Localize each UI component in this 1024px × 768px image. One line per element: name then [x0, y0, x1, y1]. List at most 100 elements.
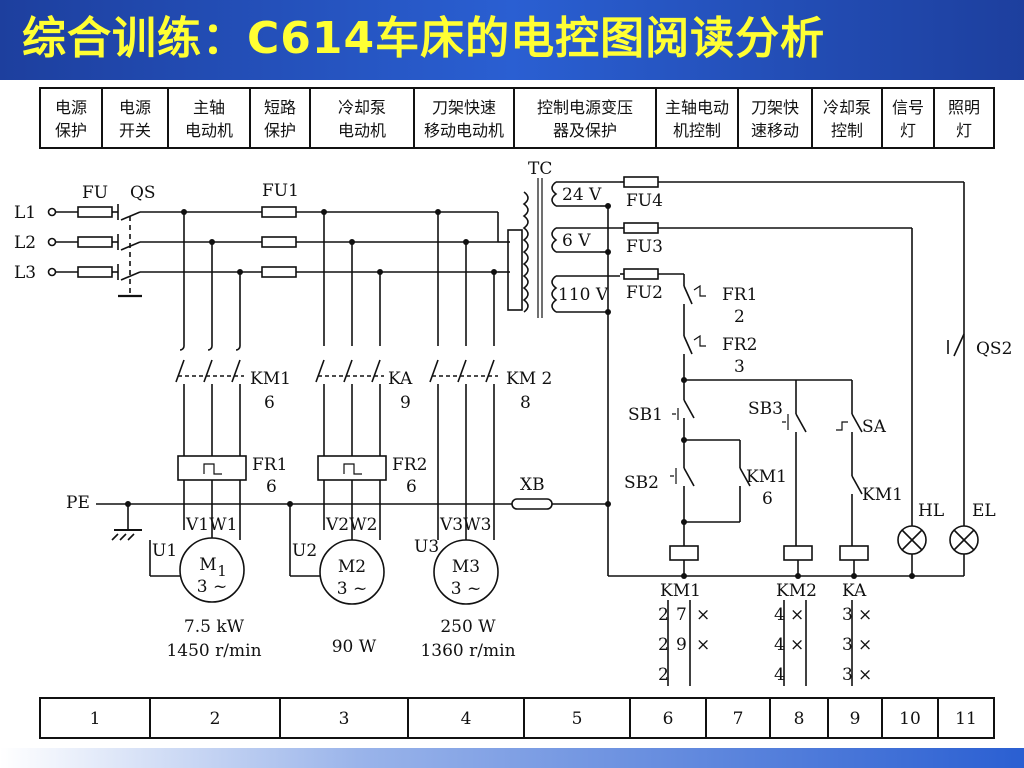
label-sb1: SB1 [628, 405, 663, 425]
motor-m1-speed: 1450 r/min [166, 641, 261, 661]
wiring [47, 176, 979, 686]
column-number-9: 9 [850, 709, 861, 729]
label-fr2-contact: FR2 [722, 335, 757, 355]
column-number-6: 6 [663, 709, 674, 729]
motor-m3-power: 250 W [440, 617, 496, 637]
header-cell-5-line1: 冷却泵 [338, 98, 386, 117]
contact-table-ka: 3 × 3 × 3 × [842, 605, 872, 685]
ka-row2-col2: × [858, 635, 872, 655]
label-km1-ka-branch: KM1 [862, 485, 903, 505]
label-fr1-main-num: 6 [266, 477, 277, 497]
motor-m1-subscript: 1 [217, 562, 227, 580]
column-number-4: 4 [461, 709, 472, 729]
label-pe: PE [66, 493, 90, 513]
label-km2-main: KM 2 [506, 369, 552, 389]
function-header-table [39, 87, 995, 149]
header-cell-7-line2: 器及保护 [553, 121, 617, 140]
label-l2: L2 [14, 233, 36, 253]
header-cell-9-line1: 刀架快 [751, 98, 799, 117]
column-number-10: 10 [899, 709, 921, 729]
footer-bar [0, 748, 1024, 768]
label-fr1-main: FR1 [252, 455, 287, 475]
header-cell-texts: 电源 保护 电源 开关 主轴 电动机 短路 保护 冷却泵 电动机 刀架快速 移动… [55, 98, 980, 140]
km2-row3-col1: 4 [774, 665, 785, 685]
label-fr1-contact: FR1 [722, 285, 757, 305]
label-fu1: FU1 [262, 181, 299, 201]
label-l1: L1 [14, 203, 36, 223]
label-tc: TC [528, 159, 552, 179]
label-qs: QS [130, 183, 156, 203]
label-u3: U3 [414, 537, 439, 557]
motor-m1-name: M [199, 555, 216, 575]
label-sa: SA [862, 417, 887, 437]
label-coil-km2: KM2 [776, 581, 817, 601]
label-fr2-contact-num: 3 [734, 357, 745, 377]
header-cell-4-line2: 保护 [264, 121, 296, 140]
header-cell-8-line2: 机控制 [673, 121, 721, 140]
label-km1-hold-num: 6 [762, 489, 773, 509]
label-ka-main: KA [388, 369, 413, 389]
label-24v: 24 V [562, 185, 602, 205]
label-km1-hold: KM1 [746, 467, 787, 487]
label-el: EL [972, 501, 996, 521]
label-sb2: SB2 [624, 473, 659, 493]
page-title: 综合训练：C614车床的电控图阅读分析 [22, 13, 826, 64]
ka-row2-col1: 3 [842, 635, 853, 655]
label-ka-main-num: 9 [400, 393, 411, 413]
label-fr2-main: FR2 [392, 455, 427, 475]
motor-m1-power: 7.5 kW [184, 617, 245, 637]
label-6v: 6 V [562, 231, 591, 251]
label-fu: FU [82, 183, 108, 203]
label-km2-main-num: 8 [520, 393, 531, 413]
label-fu2: FU2 [626, 283, 663, 303]
header-cell-6-line2: 移动电动机 [424, 121, 504, 140]
label-km1-main: KM1 [250, 369, 291, 389]
header-cell-10-line2: 控制 [831, 121, 863, 140]
km2-row2-col2: × [790, 635, 804, 655]
km1-row2-col2: 9 [676, 635, 687, 655]
km1-row1-col2: 7 [676, 605, 687, 625]
label-v3w3: V3W3 [439, 515, 491, 535]
ka-row1-col1: 3 [842, 605, 853, 625]
circuit-schematic: 电源 保护 电源 开关 主轴 电动机 短路 保护 冷却泵 电动机 刀架快速 移动… [14, 87, 1012, 739]
header-cell-2-line2: 开关 [119, 121, 151, 140]
component-labels: FU QS FU1 TC L1 L2 L3 24 V 6 V 110 V FU4… [14, 159, 663, 561]
label-fu3: FU3 [626, 237, 663, 257]
contact-table-km2: 4 × 4 × 4 [774, 605, 804, 685]
km2-row1-col1: 4 [774, 605, 785, 625]
motor-m2-name: M2 [338, 557, 366, 577]
header-cell-6-line1: 刀架快速 [432, 98, 496, 117]
column-number-11: 11 [955, 709, 977, 729]
contact-table-km1: 2 7 × 2 9 × 2 [658, 605, 710, 685]
motor-m3-name: M3 [452, 557, 480, 577]
column-number-8: 8 [794, 709, 805, 729]
header-cell-12-line2: 灯 [956, 121, 972, 140]
label-coil-km1: KM1 [660, 581, 701, 601]
km1-row3-col1: 2 [658, 665, 669, 685]
motor-m2-power: 90 W [332, 637, 377, 657]
km1-row1-col3: × [696, 605, 710, 625]
km2-row1-col2: × [790, 605, 804, 625]
header-cell-1-line1: 电源 [55, 98, 87, 117]
header-cell-7-line1: 控制电源变压 [537, 98, 633, 117]
label-qs2: QS2 [976, 339, 1012, 359]
label-coil-ka: KA [842, 581, 867, 601]
header-cell-10-line1: 冷却泵 [823, 98, 871, 117]
junction-dots [125, 203, 915, 579]
ka-row3-col2: × [858, 665, 872, 685]
label-fr2-main-num: 6 [406, 477, 417, 497]
column-number-7: 7 [733, 709, 744, 729]
label-hl: HL [918, 501, 944, 521]
header-cell-11-line1: 信号 [892, 98, 924, 117]
label-v2w2: V2W2 [325, 515, 377, 535]
km2-row2-col1: 4 [774, 635, 785, 655]
header-cell-4-line1: 短路 [264, 98, 296, 117]
header-cell-1-line2: 保护 [55, 121, 87, 140]
header-cell-2-line1: 电源 [119, 98, 151, 117]
label-fr1-contact-num: 2 [734, 307, 745, 327]
column-number-2: 2 [210, 709, 221, 729]
label-u1: U1 [152, 541, 177, 561]
ka-row3-col1: 3 [842, 665, 853, 685]
label-v1w1: V1W1 [185, 515, 237, 535]
label-fu4: FU4 [626, 191, 663, 211]
